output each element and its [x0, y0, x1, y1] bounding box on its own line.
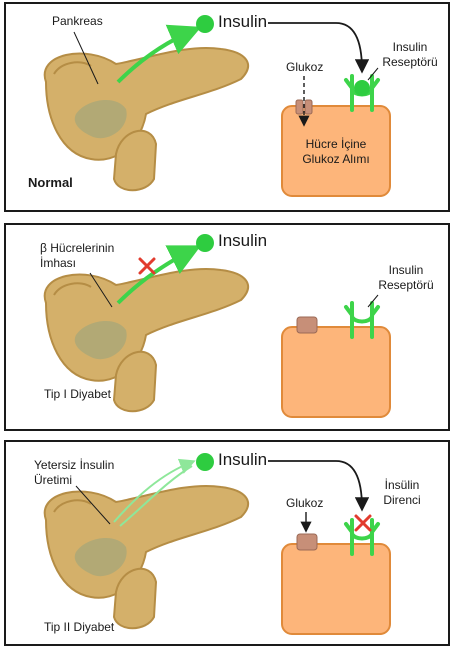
pancreas-label: Pankreas: [52, 14, 103, 29]
glucose-channel: [296, 100, 303, 114]
glucose-channel: [297, 317, 317, 333]
panel-title: Tip II Diyabet: [44, 620, 114, 635]
insulin-molecule: [196, 234, 214, 252]
insufficient-label-line2: Üretimi: [34, 473, 72, 488]
destruction-label-line1: β Hücrelerinin: [40, 241, 114, 256]
insufficient-label-line1: Yetersiz İnsulin: [34, 458, 114, 473]
resistance-label-line1: İnsülin: [366, 478, 438, 493]
uptake-label-line2: Glukoz Alımı: [282, 152, 390, 167]
pancreas-illustration: [45, 486, 248, 628]
uptake-label-line1: Hücre İçine: [282, 137, 390, 152]
cell: [282, 544, 390, 634]
pancreas-illustration: [45, 48, 248, 190]
resistance-cross-icon: [356, 516, 370, 530]
glucose-label: Glukoz: [286, 60, 323, 75]
insulin-molecule: [196, 453, 214, 471]
panel-title: Tip I Diyabet: [44, 387, 111, 402]
insulin-label: Insulin: [218, 452, 267, 467]
panel-type2: Yetersiz İnsulin Üretimi Insulin İnsülin…: [4, 440, 450, 646]
receptor-label-line2: Reseptörü: [374, 55, 446, 70]
destruction-label-line2: İmhası: [40, 256, 76, 271]
panel-type1: β Hücrelerinin İmhası Insulin Insulin Re…: [4, 223, 450, 431]
panel-normal: Pankreas Insulin Glukoz Insulin Reseptör…: [4, 2, 450, 212]
bound-insulin: [354, 80, 370, 96]
insulin-label: Insulin: [218, 14, 267, 29]
resistance-label-line2: Direnci: [366, 493, 438, 508]
glucose-channel: [297, 534, 317, 550]
cell: [282, 327, 390, 417]
receptor-label-line2: Reseptörü: [370, 278, 442, 293]
insulin-molecule: [196, 15, 214, 33]
blocked-cross-icon: [140, 259, 154, 273]
glucose-label: Glukoz: [286, 496, 323, 511]
receptor-label-line1: Insulin: [370, 263, 442, 278]
panel-title: Normal: [28, 175, 73, 190]
insulin-label: Insulin: [218, 233, 267, 248]
receptor-label-line1: Insulin: [374, 40, 446, 55]
